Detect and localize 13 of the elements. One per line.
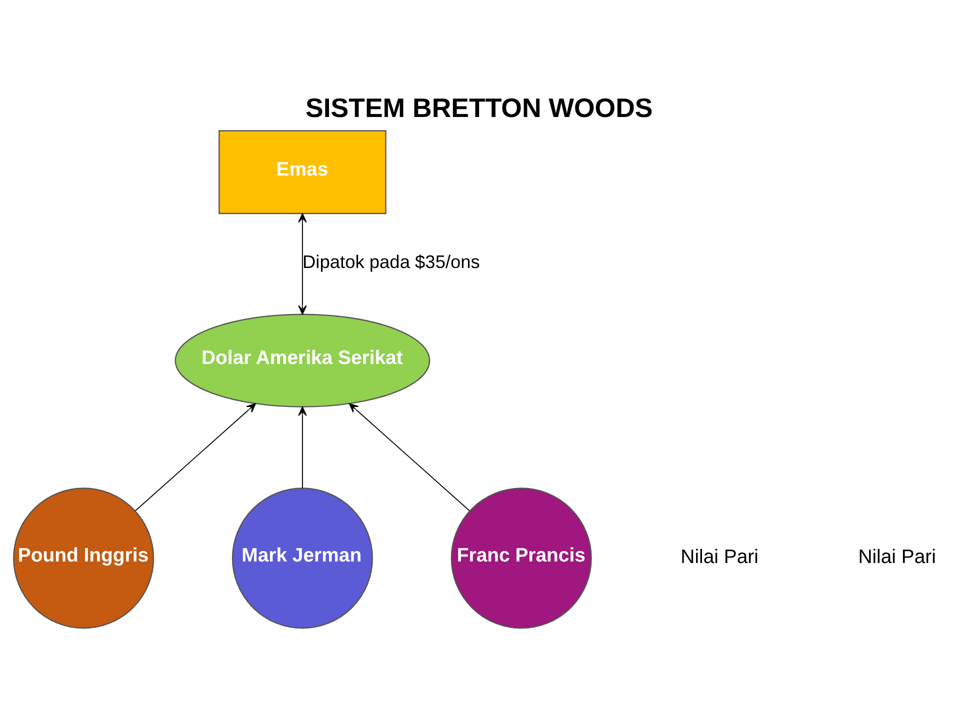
arrow [348,403,470,512]
diagram-title: SISTEM BRETTON WOODS [306,92,653,123]
edge-label: Dipatok pada $35/ons [302,251,480,272]
label: Nilai Pari [680,546,758,568]
node-circle: Franc Prancis [450,488,592,629]
label: Nilai Pari [858,546,936,568]
arrow [298,213,307,315]
node-circle: Mark Jerman [232,488,373,629]
node-circle: Pound Inggris [13,488,154,629]
arrow [298,406,307,489]
node-ellipse: Dolar Amerika Serikat [174,314,430,408]
arrow [134,403,256,512]
node-box: Emas [218,130,386,214]
